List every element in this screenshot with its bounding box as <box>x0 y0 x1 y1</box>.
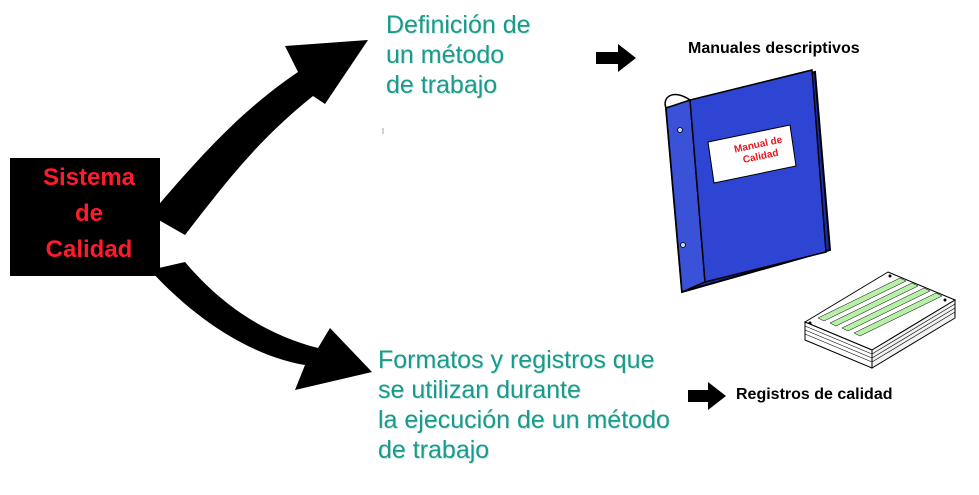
center-label-line: Sistema <box>42 164 136 191</box>
lower-curved-arrow <box>150 262 372 390</box>
bottom-branch-line: Formatos y registros que <box>378 346 655 374</box>
bottom-branch-text: Formatos y registros que se utilizan dur… <box>378 345 670 465</box>
top-branch-text: Definición de un método de trabajo <box>386 10 531 100</box>
quality-manual-binder-icon <box>664 69 832 294</box>
upper-curved-arrow <box>150 40 368 235</box>
top-branch-line: de trabajo <box>386 71 498 99</box>
bottom-branch-line: la ejecución de un método <box>378 406 670 434</box>
registros-caption: Registros de calidad <box>736 386 893 403</box>
bottom-branch-line: se utilizan durante <box>378 376 581 404</box>
bottom-branch-line: de trabajo <box>378 436 490 464</box>
top-branch-line: Definición de <box>386 11 531 39</box>
center-label-line: Calidad <box>45 236 133 263</box>
quality-records-stack-icon <box>803 271 957 369</box>
top-right-arrow <box>596 44 636 72</box>
center-label: Sistema de Calidad <box>14 160 164 268</box>
center-box <box>10 158 160 276</box>
center-label-line: de <box>74 200 103 227</box>
bottom-right-arrow <box>688 382 726 410</box>
manuales-caption: Manuales descriptivos <box>688 40 860 57</box>
top-branch-line: un método <box>386 41 505 69</box>
